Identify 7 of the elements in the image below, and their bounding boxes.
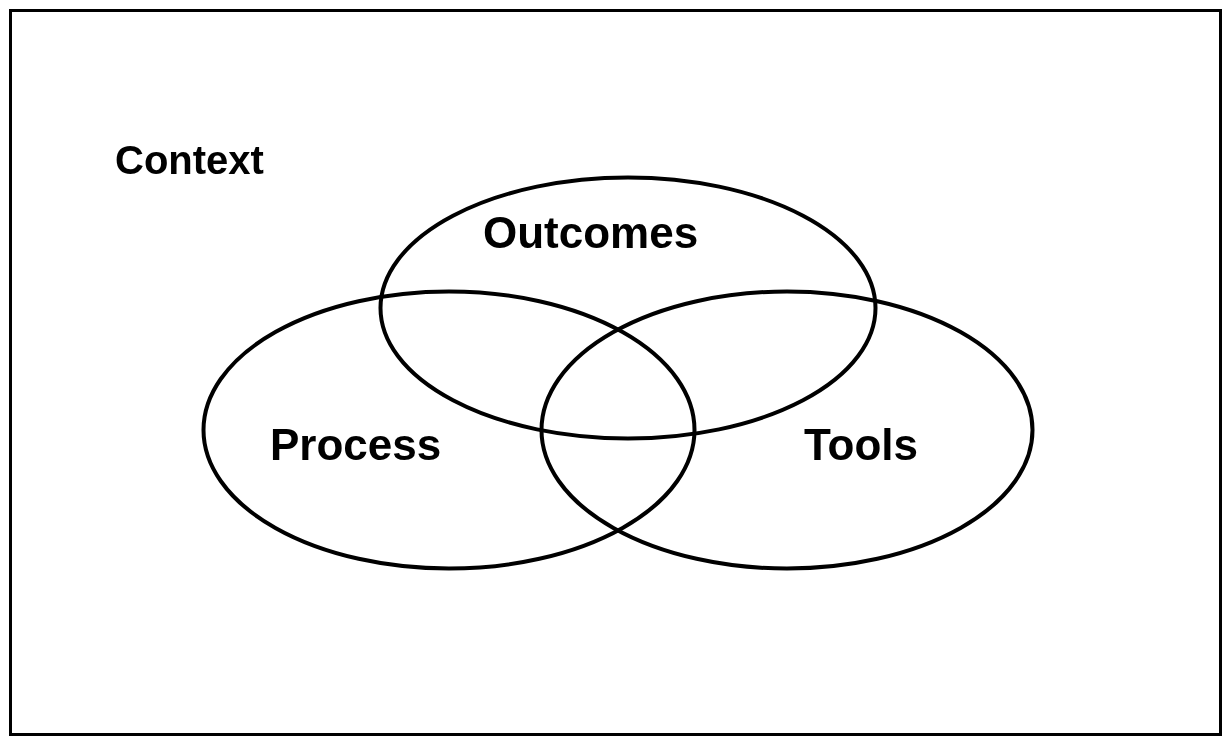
set-label: Process — [270, 423, 442, 467]
venn-ellipse — [540, 290, 1034, 570]
context-frame — [9, 9, 1222, 736]
context-heading: Context — [115, 140, 264, 180]
venn-ellipse — [202, 290, 696, 570]
set-label: Outcomes — [483, 211, 699, 255]
set-label: Tools — [804, 423, 919, 467]
